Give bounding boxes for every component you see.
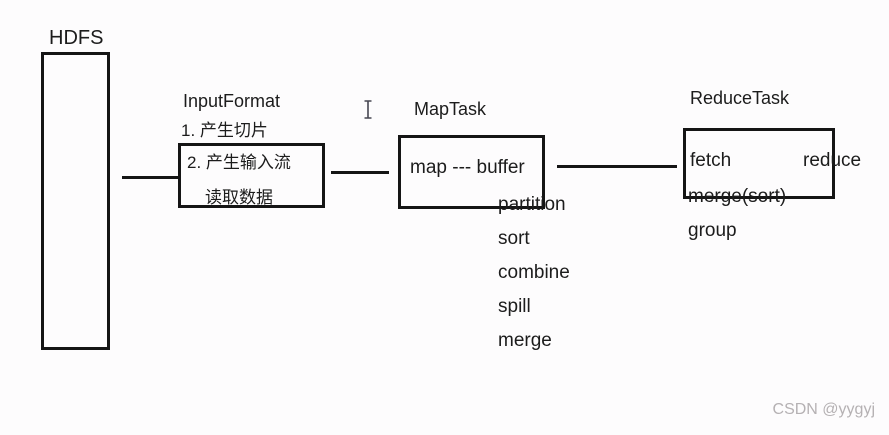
hdfs-box: [41, 52, 110, 350]
reducetask-group-label: group: [688, 220, 737, 241]
hdfs-label: HDFS: [49, 27, 104, 49]
maptask-title: MapTask: [414, 99, 487, 119]
reducetask-title: ReduceTask: [690, 88, 790, 108]
maptask-box-label: map --- buffer: [410, 157, 525, 178]
maptask-steps-list: partition sort combine spill merge: [498, 188, 570, 358]
inputformat-step2-detail: 读取数据: [205, 188, 273, 207]
connector-maptask-to-reducetask: [557, 165, 677, 168]
text-ibeam-cursor-icon: [363, 100, 373, 124]
inputformat-step2: 2. 产生输入流: [187, 153, 291, 172]
inputformat-step1: 1. 产生切片: [181, 121, 268, 140]
maptask-step-sort: sort: [498, 228, 530, 249]
maptask-box: [398, 135, 545, 209]
inputformat-title: InputFormat: [183, 91, 281, 111]
maptask-step-spill: spill: [498, 296, 531, 317]
maptask-step-merge: merge: [498, 330, 552, 351]
reducetask-reduce-label: reduce: [803, 150, 862, 171]
connector-hdfs-to-inputformat: [122, 176, 179, 179]
maptask-step-partition: partition: [498, 194, 566, 215]
csdn-watermark: CSDN @yygyj: [772, 401, 875, 418]
connector-inputformat-to-maptask: [331, 171, 389, 174]
reducetask-box: [683, 128, 835, 199]
inputformat-box: [178, 143, 325, 208]
maptask-step-combine: combine: [498, 262, 570, 283]
reducetask-fetch-label: fetch: [690, 150, 732, 171]
reducetask-merge-sort-label: merge(sort): [688, 186, 787, 207]
